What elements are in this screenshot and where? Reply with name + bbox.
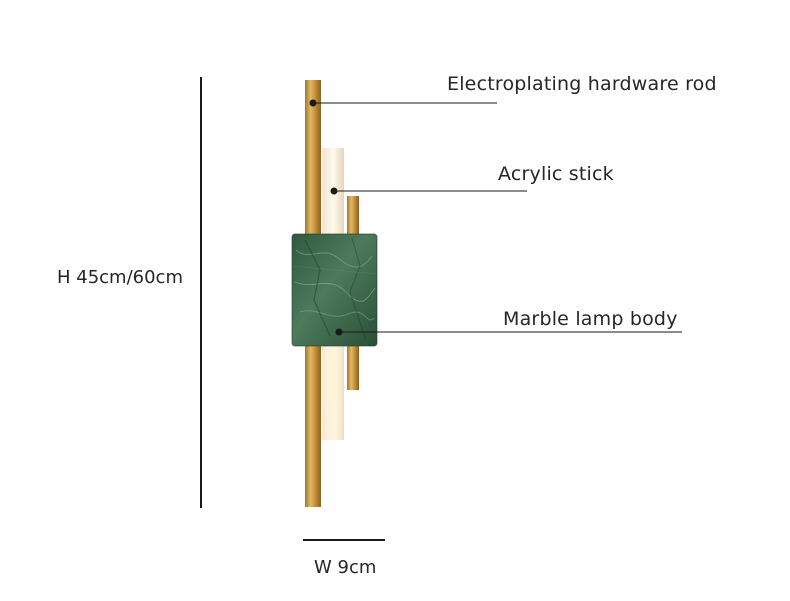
- callout-label-marble: Marble lamp body: [503, 308, 678, 330]
- width-dimension-label: W 9cm: [314, 557, 377, 578]
- callout-dot-rod: [309, 99, 317, 107]
- marble-lamp-body: [291, 233, 378, 347]
- callout-label-rod: Electroplating hardware rod: [447, 73, 717, 95]
- callout-label-acrylic: Acrylic stick: [498, 163, 614, 185]
- callout-dot-marble: [335, 328, 343, 336]
- height-dimension-label: H 45cm/60cm: [57, 267, 183, 288]
- callout-dot-acrylic: [330, 187, 338, 195]
